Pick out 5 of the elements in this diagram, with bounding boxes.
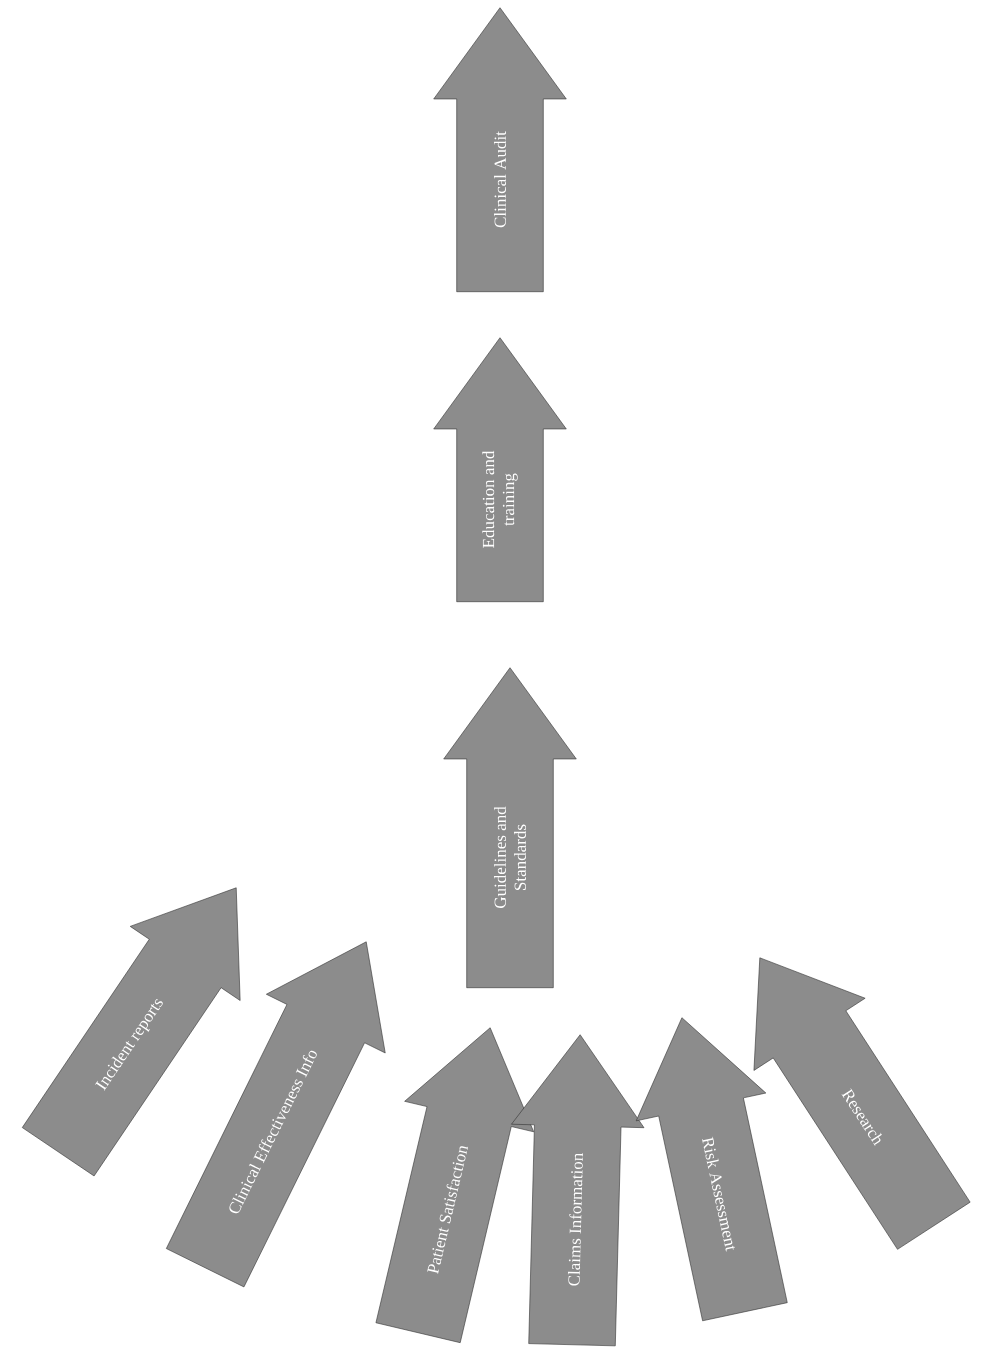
arrow-banner: Claims Information (511, 1034, 645, 1347)
arrow-banner: Education and training (433, 337, 567, 602)
arrow-banner: Guidelines and Standards (443, 667, 577, 988)
arrow-banner: Clinical Audit (433, 7, 567, 292)
arrow-banner: Risk Assessment (635, 1017, 788, 1322)
